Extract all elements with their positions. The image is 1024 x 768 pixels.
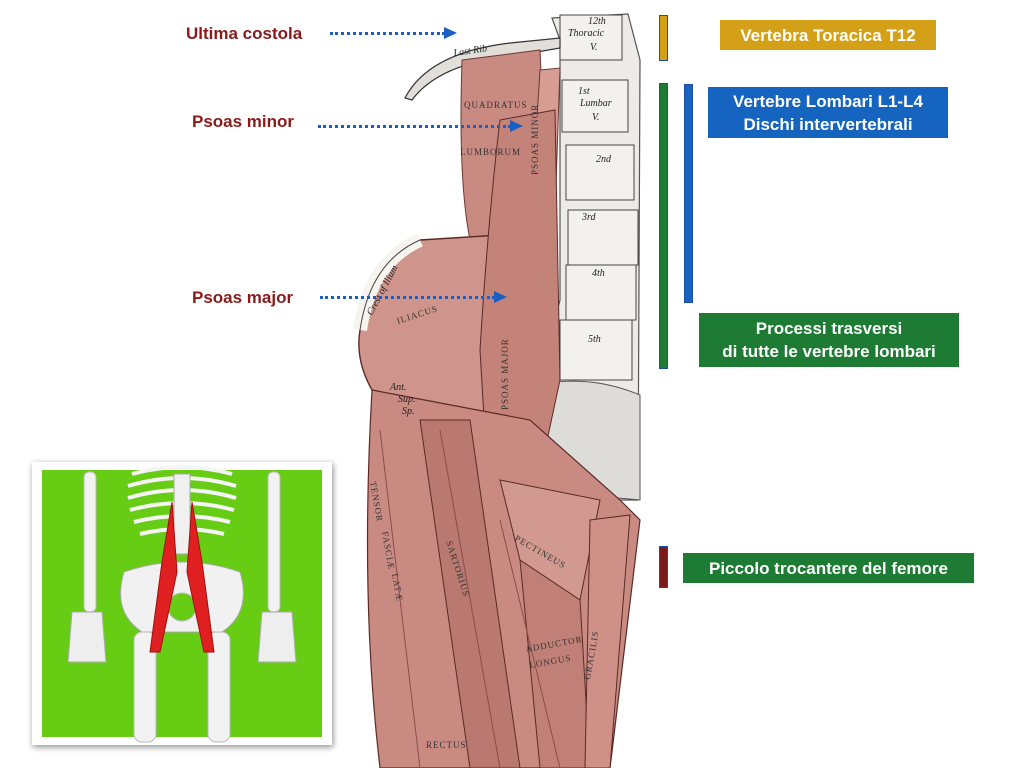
bar-t12 [659, 15, 668, 61]
box-lombari-line1: Vertebre Lombari L1-L4 [733, 91, 923, 111]
lumbar-v-text: V. [592, 112, 600, 123]
box-processi-line2: di tutte le vertebre lombari [722, 342, 936, 361]
anatomy-illustration: 12th Thoracic V. 1st Lumbar V. 2nd 3rd 4… [353, 13, 641, 768]
vertebra-2-text: 2nd [596, 154, 612, 165]
vertebra-4-text: 4th [592, 268, 605, 279]
last-rib-text: Last Rib [452, 43, 488, 59]
thoracic-num-text: 12th [588, 16, 606, 27]
box-t12: Vertebra Toracica T12 [720, 20, 936, 50]
ant-text: Ant. [389, 382, 406, 393]
bar-processi [659, 83, 668, 369]
skeleton-figure [42, 465, 322, 743]
box-processi: Processi trasversi di tutte le vertebre … [699, 313, 959, 367]
box-processi-line1: Processi trasversi [755, 319, 903, 338]
label-psoas-minor: Psoas minor [192, 112, 295, 131]
box-t12-text: Vertebra Toracica T12 [740, 25, 916, 45]
rectus-text: RECTUS [426, 740, 467, 750]
quadratus-text: QUADRATUS [464, 100, 528, 110]
bar-trocantere [659, 546, 668, 588]
lumbar-num-text: 1st [578, 86, 590, 97]
label-psoas-major: Psoas major [192, 288, 294, 307]
skeleton-inset [32, 462, 332, 745]
bar-lombari [684, 84, 693, 303]
vertebra-3-text: 3rd [581, 212, 597, 223]
psoas-minor-label-text: PSOAS MINOR [530, 104, 540, 175]
box-trocantere: Piccolo trocantere del femore [683, 553, 974, 583]
vertebra-5-text: 5th [588, 334, 601, 345]
sup-text: Sup. [398, 394, 416, 405]
adductor-longus-muscle [519, 559, 591, 768]
latae-text: LATÆ [390, 573, 405, 603]
psoas-major-label-text: PSOAS MAJOR [500, 338, 510, 410]
lumbar-spine [516, 13, 641, 501]
arrow-psoas-minor [318, 120, 523, 132]
gracilis-muscle [584, 514, 631, 768]
arrow-ultima-costola [330, 27, 457, 39]
arrow-psoas-major [320, 291, 507, 303]
box-trocantere-text: Piccolo trocantere del femore [708, 558, 949, 578]
lumborum-text: LUMBORUM [460, 147, 521, 157]
thoracic-v-text: V. [590, 42, 598, 53]
sartorius-muscle [419, 419, 521, 768]
thoracic-text: Thoracic [568, 28, 605, 39]
label-ultima-costola: Ultima costola [186, 24, 303, 43]
lumbar-text: Lumbar [579, 98, 612, 109]
box-lombari-line2: Dischi intervertebrali [743, 114, 913, 134]
sp-text: Sp. [402, 406, 415, 417]
box-lombari: Vertebre Lombari L1-L4 Dischi interverte… [708, 87, 948, 138]
